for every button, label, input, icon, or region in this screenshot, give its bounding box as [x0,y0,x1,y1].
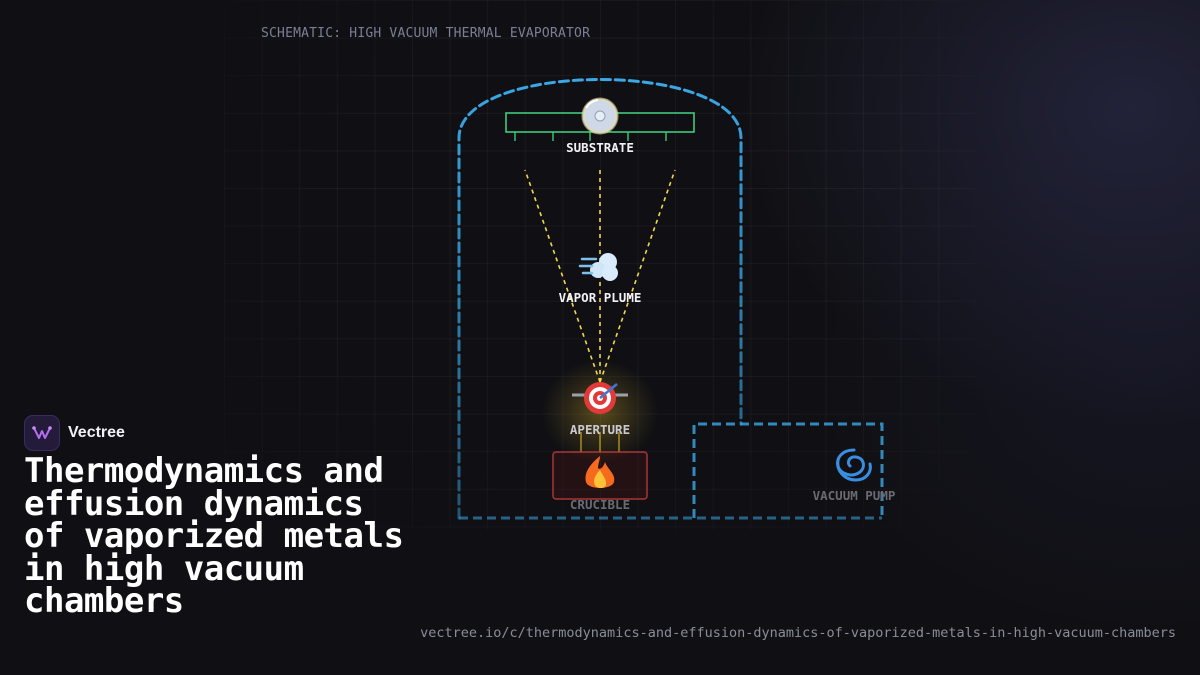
chamber-outline [457,78,743,520]
cyclone-icon [836,448,872,482]
aperture-label: APERTURE [570,422,630,437]
target-icon [584,382,618,414]
puff-icon [578,253,618,281]
substrate-label: SUBSTRATE [566,140,634,155]
page-title: Thermodynamics and effusion dynamics of … [24,451,404,621]
fire-icon [585,456,615,488]
crucible-label: CRUCIBLE [570,497,630,512]
pump-housing [692,422,884,518]
disc-icon [581,97,619,135]
schematic-title: SCHEMATIC: HIGH VACUUM THERMAL EVAPORATO… [261,26,591,41]
crucible-rods [580,432,620,452]
vapor-plume-label: VAPOR PLUME [559,290,642,305]
vectree-logo-icon [24,415,60,451]
vacuum-pump-label: VACUUM PUMP [813,488,896,503]
page-url[interactable]: vectree.io/c/thermodynamics-and-effusion… [420,625,1176,641]
brand: Vectree [24,415,125,451]
brand-name: Vectree [68,424,125,441]
